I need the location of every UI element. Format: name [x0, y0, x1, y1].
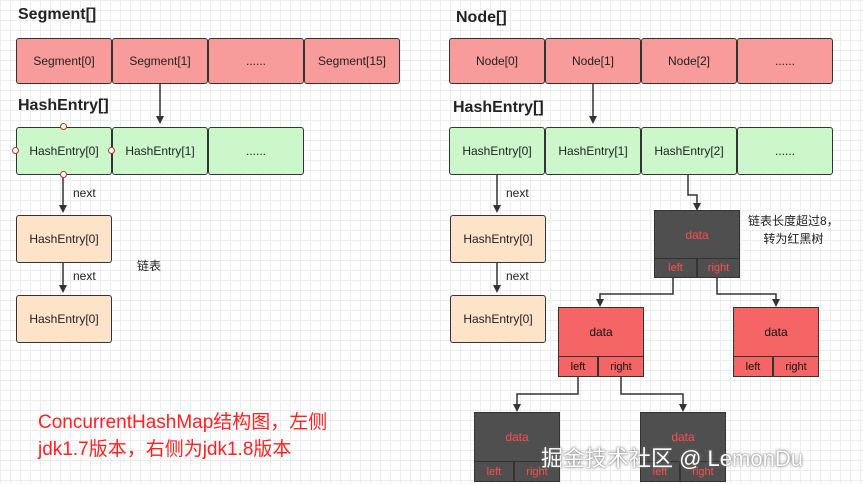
left-hashentry-1: HashEntry[1]	[112, 127, 208, 175]
caption: ConcurrentHashMap结构图，左侧 jdk1.7版本，右侧为jdk1…	[38, 409, 327, 463]
tree-black-bl-data: data	[474, 412, 560, 461]
tree-conversion-note: 链表长度超过8， 转为红黑树	[748, 212, 839, 248]
next-label: next	[506, 269, 529, 283]
left-chain-entry-0: HashEntry[0]	[16, 215, 112, 263]
segment-0: Segment[0]	[16, 38, 112, 84]
right-hashentry-0: HashEntry[0]	[449, 127, 545, 175]
tree-black-br-left: left	[640, 461, 680, 482]
node-ellipsis: ......	[737, 38, 833, 84]
segment-15: Segment[15]	[304, 38, 400, 84]
left-hashentry-ellipsis: ......	[208, 127, 304, 175]
node-1: Node[1]	[545, 38, 641, 84]
node-2: Node[2]	[641, 38, 737, 84]
tree-red-left-right: right	[598, 356, 644, 377]
right-hashentry-2: HashEntry[2]	[641, 127, 737, 175]
right-chain-entry-0: HashEntry[0]	[450, 215, 546, 263]
selection-handle	[108, 147, 115, 154]
linked-list-label: 链表	[137, 259, 162, 273]
caption-line-1: ConcurrentHashMap结构图，左侧	[38, 412, 328, 433]
tree-black-br-right: right	[680, 461, 726, 482]
hashentry-array-title-left: HashEntry[]	[18, 97, 109, 114]
segment-ellipsis: ......	[208, 38, 304, 84]
node-array-title: Node[]	[456, 9, 507, 26]
hashentry-array-title-right: HashEntry[]	[453, 99, 544, 116]
left-chain-entry-1: HashEntry[0]	[16, 295, 112, 343]
next-label: next	[506, 186, 529, 200]
tree-root-right: right	[697, 258, 740, 278]
node-0: Node[0]	[449, 38, 545, 84]
tree-note-line-2: 转为红黑树	[763, 232, 824, 246]
caption-line-2: jdk1.7版本，右侧为jdk1.8版本	[38, 439, 292, 460]
next-label: next	[73, 186, 96, 200]
watermark: 掘金技术社区 @ LemonDu	[541, 446, 803, 471]
selection-handle	[12, 147, 19, 154]
tree-red-right-data: data	[733, 307, 819, 356]
tree-red-right-left: left	[733, 356, 773, 377]
right-hashentry-1: HashEntry[1]	[545, 127, 641, 175]
segment-1: Segment[1]	[112, 38, 208, 84]
left-hashentry-0: HashEntry[0]	[16, 127, 112, 175]
right-chain-entry-1: HashEntry[0]	[450, 295, 546, 343]
selection-handle	[60, 171, 67, 178]
tree-root-data: data	[654, 210, 740, 258]
segment-array-title: Segment[]	[18, 6, 97, 23]
tree-black-br-data: data	[640, 412, 726, 461]
tree-black-bl-left: left	[474, 461, 514, 482]
right-hashentry-ellipsis: ......	[737, 127, 833, 175]
next-label: next	[73, 269, 96, 283]
tree-root-left: left	[654, 258, 697, 278]
selection-handle	[60, 123, 67, 130]
tree-red-left-left: left	[558, 356, 598, 377]
tree-note-line-1: 链表长度超过8，	[748, 214, 839, 228]
tree-black-bl-right: right	[514, 461, 560, 482]
tree-red-left-data: data	[558, 307, 644, 356]
tree-red-right-right: right	[773, 356, 819, 377]
